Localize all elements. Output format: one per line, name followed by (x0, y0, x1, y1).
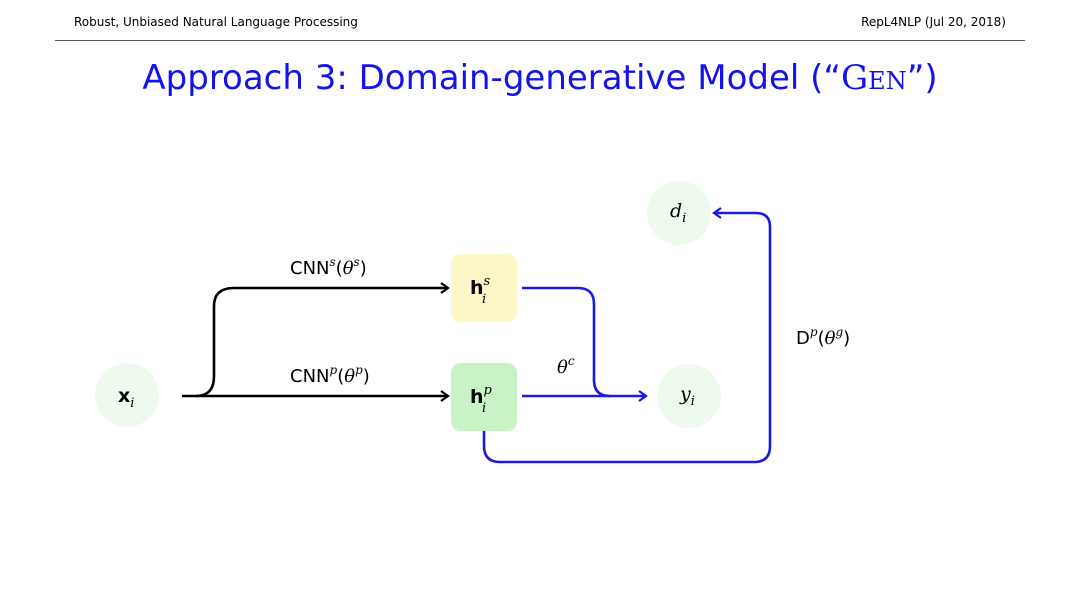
node-hp-background (451, 363, 517, 431)
header-left-text: Robust, Unbiased Natural Language Proces… (74, 15, 358, 29)
edge-discriminator-label: Dp(θg) (796, 325, 850, 349)
node-hs-subscript: i (482, 292, 486, 307)
node-d-label: di (670, 200, 686, 226)
header-right-text: RepL4NLP (Jul 20, 2018) (861, 15, 1006, 29)
node-hp-subscript: i (482, 401, 486, 416)
edge-discriminator (482, 207, 772, 464)
node-x-background (95, 363, 159, 427)
slide-title: Approach 3: Domain-generative Model (“Ge… (0, 58, 1080, 98)
edge-classifier-label: θc (557, 354, 575, 378)
node-hp-label: hp (470, 383, 493, 408)
edge-classifier-hs (522, 286, 611, 398)
node-hs-background (451, 254, 517, 322)
node-y-background (657, 364, 721, 428)
title-main: Approach 3: Domain-generative Model (“ (142, 58, 842, 98)
node-d-background (647, 181, 711, 245)
edge-cnn-s-label: CNNs(θs) (290, 255, 367, 279)
edge-cnn-s (195, 282, 450, 398)
slide-header: Robust, Unbiased Natural Language Proces… (0, 0, 1080, 40)
header-divider (55, 40, 1025, 41)
node-x-label: xi (118, 385, 134, 411)
node-hs-label: hs (470, 274, 491, 299)
edge-cnn-p-label: CNNp(θp) (290, 363, 370, 387)
title-close: ”) (906, 58, 938, 98)
title-model-name: Gen (841, 58, 907, 98)
node-y-label: yi (679, 383, 695, 409)
